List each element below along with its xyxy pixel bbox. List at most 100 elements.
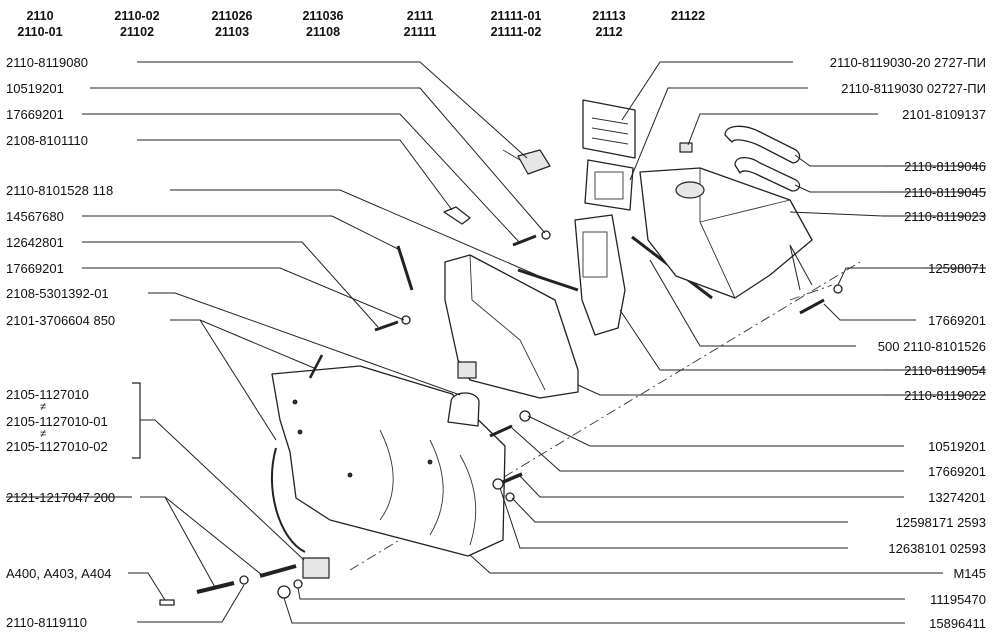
filter-grille bbox=[582, 99, 636, 159]
leader-line bbox=[687, 113, 878, 146]
part-label: 2110-8119030 02727-ПИ bbox=[841, 81, 986, 96]
leader-line bbox=[148, 292, 461, 396]
screw bbox=[512, 234, 537, 247]
screw bbox=[374, 320, 399, 332]
right-labels: 2110-8119030-20 2727-ПИ 2110-8119030 027… bbox=[830, 55, 986, 631]
leader-line bbox=[577, 384, 883, 396]
part-label: 12642801 bbox=[6, 235, 64, 250]
leader-line bbox=[511, 427, 904, 472]
leader-line bbox=[140, 496, 217, 590]
link-rod bbox=[396, 245, 414, 291]
bolt bbox=[502, 472, 523, 484]
part-label: 17669201 bbox=[928, 464, 986, 479]
duct-panel-rib bbox=[379, 429, 394, 521]
leader-line bbox=[794, 154, 883, 167]
grille-bar bbox=[591, 127, 629, 135]
valve-pin bbox=[502, 149, 521, 161]
screw bbox=[489, 424, 513, 438]
leader-line bbox=[789, 244, 801, 291]
air-nozzle-body bbox=[447, 401, 480, 427]
part-label: 17669201 bbox=[6, 107, 64, 122]
part-label: 14567680 bbox=[6, 209, 64, 224]
leader-line bbox=[82, 215, 401, 251]
housing-edge bbox=[469, 254, 546, 391]
housing-port bbox=[457, 361, 477, 379]
washer bbox=[519, 410, 531, 422]
part-label: 2110-8119030-20 2727-ПИ bbox=[830, 55, 986, 70]
part-label: 12638101 02593 bbox=[888, 541, 986, 556]
leader-line bbox=[649, 259, 856, 347]
panel-hole bbox=[292, 399, 298, 405]
part-label: 10519201 bbox=[6, 81, 64, 96]
intake-box-edge bbox=[699, 199, 791, 223]
sleeve bbox=[277, 585, 291, 599]
parts-drawing bbox=[159, 99, 861, 606]
control-cable bbox=[270, 447, 306, 553]
leader-line bbox=[283, 597, 905, 624]
part-label: 17669201 bbox=[928, 313, 986, 328]
bracket-label: 2105-1127010 bbox=[6, 387, 89, 402]
leader-line bbox=[511, 497, 848, 523]
flap-plate bbox=[574, 214, 626, 336]
panel-hole bbox=[427, 459, 433, 465]
part-group-bracket bbox=[132, 382, 141, 459]
leader-line bbox=[837, 267, 922, 286]
model-bottom-3: 21103 bbox=[215, 25, 249, 39]
leader-line bbox=[128, 572, 166, 601]
part-label: 13274201 bbox=[928, 490, 986, 505]
part-label: 15896411 bbox=[929, 616, 986, 631]
leader-line bbox=[629, 87, 808, 181]
model-header: 2110 2110-01 2110-02 21102 211026 21103 … bbox=[17, 9, 705, 39]
duct-panel-rib bbox=[459, 454, 477, 546]
model-bottom-1: 2110-01 bbox=[17, 25, 62, 39]
pin bbox=[308, 354, 324, 379]
leader-line bbox=[170, 319, 315, 369]
leader-line bbox=[499, 487, 848, 549]
leader-line bbox=[527, 415, 904, 447]
valve-actuator bbox=[517, 149, 551, 175]
panel-hole bbox=[347, 472, 353, 478]
hose bbox=[259, 564, 297, 578]
grille-bar bbox=[591, 117, 629, 125]
part-label: 2110-8119110 bbox=[6, 615, 87, 630]
washer bbox=[492, 478, 504, 490]
part-label: 2101-3706604 850 bbox=[6, 313, 115, 328]
leader-line bbox=[137, 584, 245, 623]
lower-handle bbox=[734, 156, 801, 192]
model-bottom-7: 2112 bbox=[595, 25, 622, 39]
bracket-mark: ≠ bbox=[40, 428, 46, 440]
washer bbox=[833, 284, 843, 294]
upper-handle bbox=[724, 125, 801, 164]
leader-line bbox=[82, 267, 405, 321]
part-label: 2110-8119080 bbox=[6, 55, 88, 70]
leader-line bbox=[140, 419, 305, 561]
duct-panel-rib bbox=[429, 439, 444, 536]
part-label: 11195470 bbox=[930, 592, 986, 607]
model-top-3: 211026 bbox=[211, 9, 252, 23]
intake-opening bbox=[675, 181, 705, 199]
leader-line bbox=[82, 241, 379, 328]
model-top-1: 2110 bbox=[26, 9, 53, 23]
model-bottom-4: 21108 bbox=[306, 25, 340, 39]
leader-line bbox=[164, 496, 263, 576]
fuse bbox=[159, 599, 175, 606]
heater-duct-panel bbox=[271, 365, 506, 557]
bracket-mark: ≠ bbox=[40, 401, 46, 413]
leader-line bbox=[794, 184, 883, 193]
leader-line bbox=[137, 139, 453, 211]
bracket-label: 2105-1127010-01 bbox=[6, 414, 108, 429]
grommet bbox=[239, 575, 249, 585]
left-labels: 2110-8119080 10519201 17669201 2108-8101… bbox=[6, 55, 132, 630]
model-bottom-2: 21102 bbox=[120, 25, 154, 39]
leader-line bbox=[789, 211, 884, 217]
leader-line bbox=[199, 319, 277, 441]
leader-line bbox=[789, 244, 813, 286]
switch-connector bbox=[302, 557, 330, 579]
screw bbox=[799, 298, 825, 315]
small-clip bbox=[679, 142, 693, 153]
washer bbox=[541, 230, 551, 240]
part-label: М145 bbox=[953, 566, 986, 581]
model-top-2: 2110-02 bbox=[114, 9, 159, 23]
clip-axis-line bbox=[789, 284, 833, 301]
washer bbox=[293, 579, 303, 589]
